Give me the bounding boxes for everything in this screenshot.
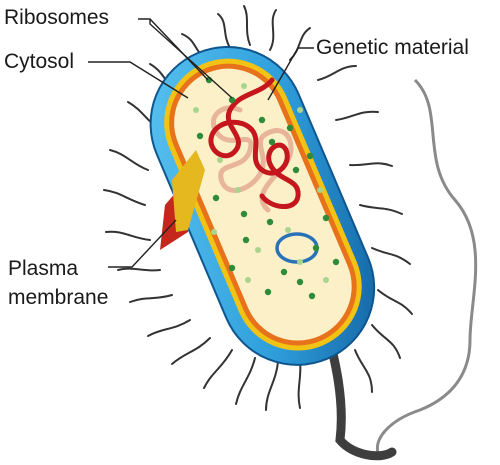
- label-plasma-line2: membrane: [8, 283, 108, 312]
- label-cytosol: Cytosol: [4, 50, 74, 74]
- label-plasma-line1: Plasma: [8, 254, 108, 283]
- flagellum: [377, 80, 475, 458]
- label-plasma-membrane: Plasma membrane: [8, 254, 108, 312]
- label-genetic-material: Genetic material: [316, 36, 469, 60]
- label-ribosomes: Ribosomes: [4, 6, 109, 30]
